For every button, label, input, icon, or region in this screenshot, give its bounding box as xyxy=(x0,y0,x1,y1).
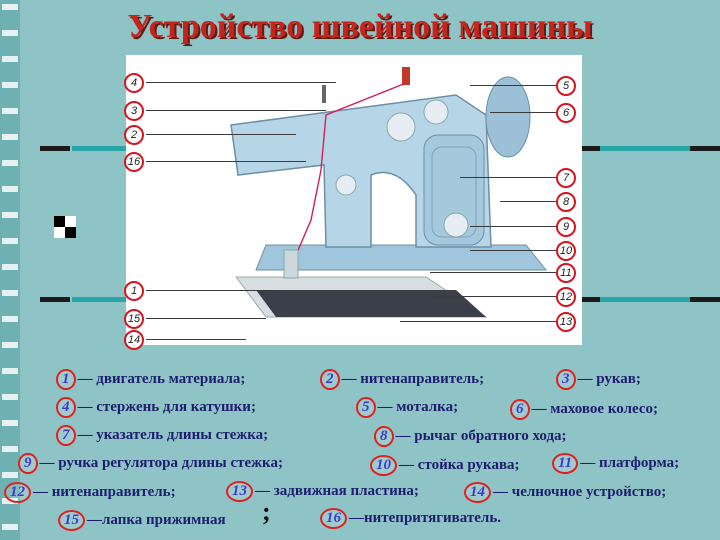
figure-label-16: 16 xyxy=(124,152,144,172)
rule-right-bottom-teal xyxy=(600,297,690,302)
figure-label-15: 15 xyxy=(124,309,144,329)
figure-label-7: 7 xyxy=(556,168,576,188)
figure-label-10: 10 xyxy=(556,241,576,261)
semicolon-mark: ; xyxy=(262,497,271,526)
legend-item-6: 6— маховое колесо; xyxy=(510,399,658,420)
sewing-machine-figure xyxy=(126,55,582,345)
legend-item-3: 3— рукав; xyxy=(556,369,641,390)
rule-left-top-teal xyxy=(72,146,126,151)
figure-label-8: 8 xyxy=(556,192,576,212)
legend-item-11: 11— платформа; xyxy=(552,453,679,474)
legend-item-13: 13— задвижная пластина; xyxy=(226,481,419,502)
rule-left-top xyxy=(40,146,70,151)
figure-label-3: 3 xyxy=(124,101,144,121)
legend-item-16: 16—нитепритягиватель. xyxy=(320,508,501,529)
rule-right-top-teal xyxy=(600,146,690,151)
figure-label-6: 6 xyxy=(556,103,576,123)
legend-item-2: 2— нитенаправитель; xyxy=(320,369,484,390)
checker-ornament xyxy=(54,216,76,238)
legend-item-10: 10— стойка рукава; xyxy=(370,455,520,476)
legend-item-7: 7— указатель длины стежка; xyxy=(56,425,268,446)
figure-label-9: 9 xyxy=(556,217,576,237)
legend-item-14: 14— челночное устройство; xyxy=(464,482,666,503)
rule-left-bottom-teal xyxy=(72,297,126,302)
legend-item-8: 8— рычаг обратного хода; xyxy=(374,426,567,447)
figure-label-4: 4 xyxy=(124,73,144,93)
rule-left-bottom xyxy=(40,297,70,302)
legend-item-9: 9— ручка регулятора длины стежка; xyxy=(18,453,283,474)
figure-label-1: 1 xyxy=(124,281,144,301)
figure-label-12: 12 xyxy=(556,287,576,307)
figure-label-11: 11 xyxy=(556,263,576,283)
figure-label-2: 2 xyxy=(124,125,144,145)
figure-label-13: 13 xyxy=(556,312,576,332)
page-title: Устройство швейной машины xyxy=(127,8,593,45)
legend-item-4: 4— стержень для катушки; xyxy=(56,397,256,418)
figure-label-14: 14 xyxy=(124,330,144,350)
left-stripe xyxy=(0,0,20,540)
legend-item-15: 15—лапка прижимная xyxy=(58,510,226,531)
sewing-machine-illustration xyxy=(230,67,548,318)
legend-item-5: 5— моталка; xyxy=(356,397,458,418)
legend-item-12: 12— нитенаправитель; xyxy=(4,482,176,503)
legend-item-1: 1— двигатель материала; xyxy=(56,369,245,390)
figure-label-5: 5 xyxy=(556,76,576,96)
